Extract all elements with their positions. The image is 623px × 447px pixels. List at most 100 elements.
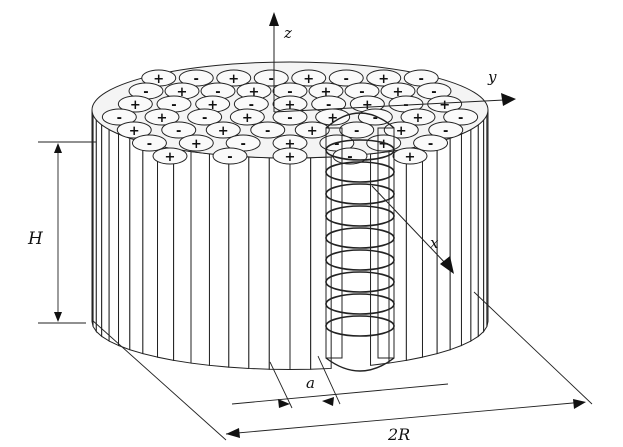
rod-sign: + (157, 111, 168, 126)
rod-sign: - (249, 98, 254, 113)
rod: + (383, 121, 419, 139)
rod: - (328, 69, 364, 87)
rod: + (144, 108, 180, 126)
rod-sign: + (207, 98, 218, 113)
axes: z y x (269, 12, 516, 274)
rod-sign: - (143, 85, 148, 100)
rod-sign: - (431, 85, 436, 100)
wall-strip (142, 141, 159, 358)
wall-strip (95, 118, 103, 338)
wall-strip (460, 128, 472, 347)
wall-strip (449, 133, 462, 351)
rod: + (272, 147, 308, 165)
rod-sign: - (171, 98, 176, 113)
rod-sign: + (165, 150, 176, 165)
rod: + (291, 69, 327, 87)
rod-sign: - (344, 72, 349, 87)
rod-sign: + (307, 124, 318, 139)
wall-strip (108, 128, 120, 347)
helical-coil (325, 112, 395, 372)
rod-sign: - (443, 124, 448, 139)
rod-sign: + (393, 85, 404, 100)
rod-sign: + (439, 98, 450, 113)
rod-sign: + (303, 72, 314, 87)
coil-leg-right (377, 127, 395, 359)
rod-sign: - (227, 150, 232, 165)
rod-sign: - (287, 111, 292, 126)
rod: + (392, 147, 428, 165)
coil-leg-left (325, 127, 343, 359)
wall-strip (370, 151, 390, 366)
rod: - (250, 121, 286, 139)
rod-sign: + (130, 98, 141, 113)
diameter-dimension: 2R (91, 291, 593, 444)
height-dimension: H (27, 141, 96, 324)
rod: - (339, 121, 375, 139)
wall-strip (248, 156, 270, 370)
rod-sign: + (285, 98, 296, 113)
rod-sign: + (378, 72, 389, 87)
rod-sign: - (458, 111, 463, 126)
rod-sign: + (362, 98, 373, 113)
rod-sign: - (269, 72, 274, 87)
rod: + (117, 95, 153, 113)
rod-sign: + (405, 150, 416, 165)
rod-sign: - (347, 150, 352, 165)
rod-sign: + (242, 111, 253, 126)
rod: - (403, 69, 439, 87)
wall-strip (173, 148, 192, 364)
rod: - (272, 108, 308, 126)
rod-sign: + (228, 72, 239, 87)
wall-strip (129, 137, 144, 355)
rod-array: +-+-+-+--+-+-+-+-+-+-+-+-+-+-+-+-+-+-+-+… (101, 69, 479, 165)
rod-sign: + (249, 85, 260, 100)
rod: - (428, 121, 464, 139)
cylinder-side-wall (91, 109, 489, 371)
wall-strip (118, 133, 131, 351)
wall-strip (268, 157, 291, 371)
wall-strip (228, 155, 250, 369)
rod-sign: + (285, 150, 296, 165)
wall-strip (289, 157, 312, 371)
rod: - (187, 108, 223, 126)
rod: + (216, 69, 252, 87)
rod-sign: + (321, 85, 332, 100)
rod-sign: + (285, 137, 296, 152)
coil-bottom-loop (325, 357, 395, 372)
wall-strip (101, 123, 110, 342)
rod-sign: + (129, 124, 140, 139)
x-axis-line (371, 185, 449, 267)
rod: + (400, 108, 436, 126)
rod: - (101, 108, 137, 126)
rod: - (161, 121, 197, 139)
wall-strip (470, 123, 479, 342)
rod: - (131, 134, 167, 152)
y-axis-line (273, 99, 505, 113)
rod-sign: + (413, 111, 424, 126)
rod: + (294, 121, 330, 139)
coil-top-loop (325, 112, 395, 129)
rod-sign: + (327, 111, 338, 126)
rod: + (178, 134, 214, 152)
wall-strip (477, 118, 485, 338)
arrow-up-icon (269, 12, 279, 26)
wall-strip (157, 145, 175, 361)
rod: + (366, 69, 402, 87)
rod: + (229, 108, 265, 126)
rod: - (413, 134, 449, 152)
arrow-right-icon (501, 93, 516, 106)
rod-sign: - (428, 137, 433, 152)
rod-sign: + (153, 72, 164, 87)
rod-sign: - (194, 72, 199, 87)
y-axis-label: y (487, 68, 497, 86)
x-axis-label: x (430, 234, 439, 252)
rod-sign: - (287, 85, 292, 100)
rod-sign: - (334, 137, 339, 152)
rod: + (205, 121, 241, 139)
wall-strip (405, 145, 423, 361)
rod-sign: - (176, 124, 181, 139)
rod-sign: - (202, 111, 207, 126)
height-label: H (27, 229, 44, 249)
arrow-down-right-icon (440, 256, 454, 274)
